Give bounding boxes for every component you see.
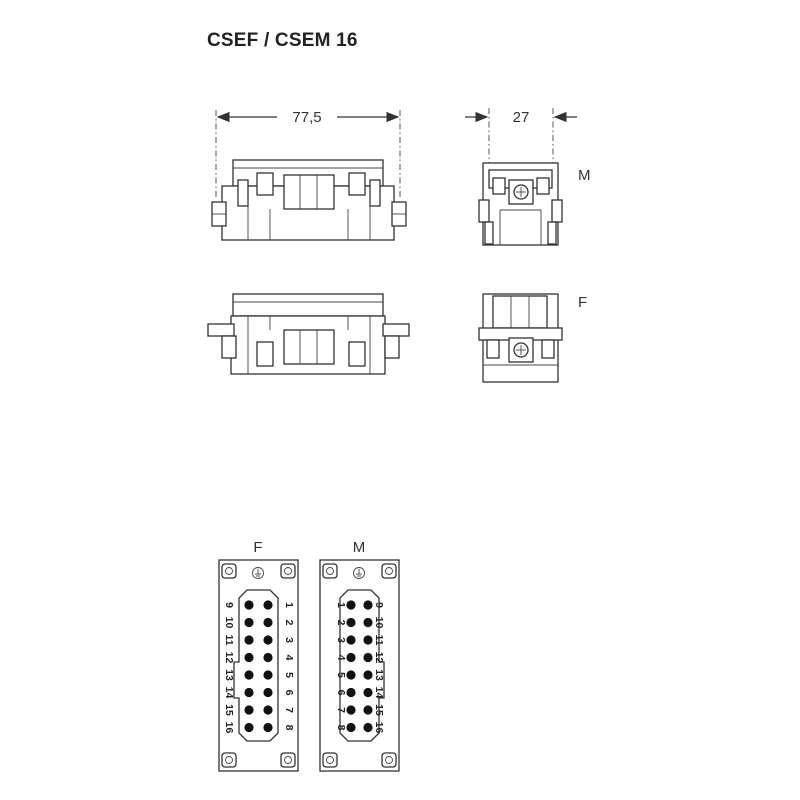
pin-number: 7 xyxy=(335,707,347,713)
pin-contact xyxy=(363,722,373,733)
pin-contact xyxy=(346,652,356,663)
width-dimension: 77,5 xyxy=(215,109,401,200)
pin-number: 4 xyxy=(335,655,347,661)
pin-contact xyxy=(363,705,373,715)
pin-number: 2 xyxy=(335,620,347,626)
pin-contact xyxy=(346,705,356,715)
pin-number: 6 xyxy=(283,690,295,696)
pin-number: 14 xyxy=(223,687,235,699)
female-pin-grid: 9 1 10 2 11 3 12 4 13 5 14 6 15 7 16 8 xyxy=(223,600,295,733)
male-insert-face xyxy=(319,559,400,772)
pin-contact xyxy=(263,687,273,698)
pin-contact xyxy=(363,687,373,698)
pin-number: 15 xyxy=(223,704,235,716)
pin-contact xyxy=(263,652,273,663)
pin-number: 13 xyxy=(223,669,235,681)
pin-number: 10 xyxy=(373,617,385,629)
depth-dimension-label: 27 xyxy=(513,109,530,126)
pin-contact xyxy=(244,670,254,680)
female-insert-face xyxy=(218,559,299,772)
male-front-view xyxy=(478,162,563,246)
male-pin-grid: 1 9 2 10 3 11 4 12 5 13 6 14 7 15 8 16 xyxy=(335,600,385,733)
pin-contact xyxy=(363,600,373,610)
pin-number: 1 xyxy=(335,602,347,608)
pin-number: 6 xyxy=(335,690,347,696)
pin-contact xyxy=(363,670,373,680)
pin-number: 1 xyxy=(283,602,295,608)
pin-contact xyxy=(244,687,254,698)
pin-number: 9 xyxy=(223,602,235,608)
pin-number: 9 xyxy=(373,602,385,608)
pin-number: 12 xyxy=(223,652,235,664)
pin-contact xyxy=(346,722,356,733)
pin-contact xyxy=(346,670,356,680)
width-dimension-label: 77,5 xyxy=(292,109,321,126)
pin-number: 11 xyxy=(223,634,235,645)
pin-contact xyxy=(244,600,254,610)
pin-contact xyxy=(244,652,254,663)
pin-number: 15 xyxy=(373,704,385,716)
female-front-view xyxy=(478,293,563,383)
pin-number: 5 xyxy=(283,672,295,678)
pin-contact xyxy=(346,635,356,645)
pin-contact xyxy=(346,687,356,698)
pin-number: 10 xyxy=(223,617,235,629)
pin-number: 2 xyxy=(283,620,295,626)
pin-contact xyxy=(244,705,254,715)
pin-contact xyxy=(244,617,254,628)
male-side-view xyxy=(211,159,407,241)
pin-contact xyxy=(346,600,356,610)
pin-contact xyxy=(244,635,254,645)
male-view-label: M xyxy=(578,167,591,184)
pin-contact xyxy=(363,652,373,663)
pin-contact xyxy=(263,722,273,733)
pin-contact xyxy=(263,670,273,680)
pin-number: 3 xyxy=(283,637,295,643)
drawing-title: CSEF / CSEM 16 xyxy=(207,30,358,51)
pin-number: 13 xyxy=(373,669,385,681)
pin-number: 12 xyxy=(373,652,385,664)
male-face-label: M xyxy=(353,539,366,556)
female-face-label: F xyxy=(253,539,262,556)
pin-contact xyxy=(263,705,273,715)
pin-number: 11 xyxy=(373,634,385,645)
pin-contact xyxy=(244,722,254,733)
pin-contact xyxy=(263,635,273,645)
female-view-label: F xyxy=(578,294,587,311)
depth-dimension: 27 xyxy=(465,108,577,165)
pin-number: 16 xyxy=(223,722,235,734)
pin-contact xyxy=(363,617,373,628)
female-side-view xyxy=(207,293,410,375)
pin-number: 8 xyxy=(335,725,347,731)
pin-number: 14 xyxy=(373,687,385,699)
pin-contact xyxy=(263,600,273,610)
pin-contact xyxy=(363,635,373,645)
pin-number: 8 xyxy=(283,725,295,731)
pin-number: 4 xyxy=(283,655,295,661)
pin-contact xyxy=(263,617,273,628)
pin-number: 16 xyxy=(373,722,385,734)
pin-number: 3 xyxy=(335,637,347,643)
pin-number: 7 xyxy=(283,707,295,713)
pin-contact xyxy=(346,617,356,628)
pin-number: 5 xyxy=(335,672,347,678)
